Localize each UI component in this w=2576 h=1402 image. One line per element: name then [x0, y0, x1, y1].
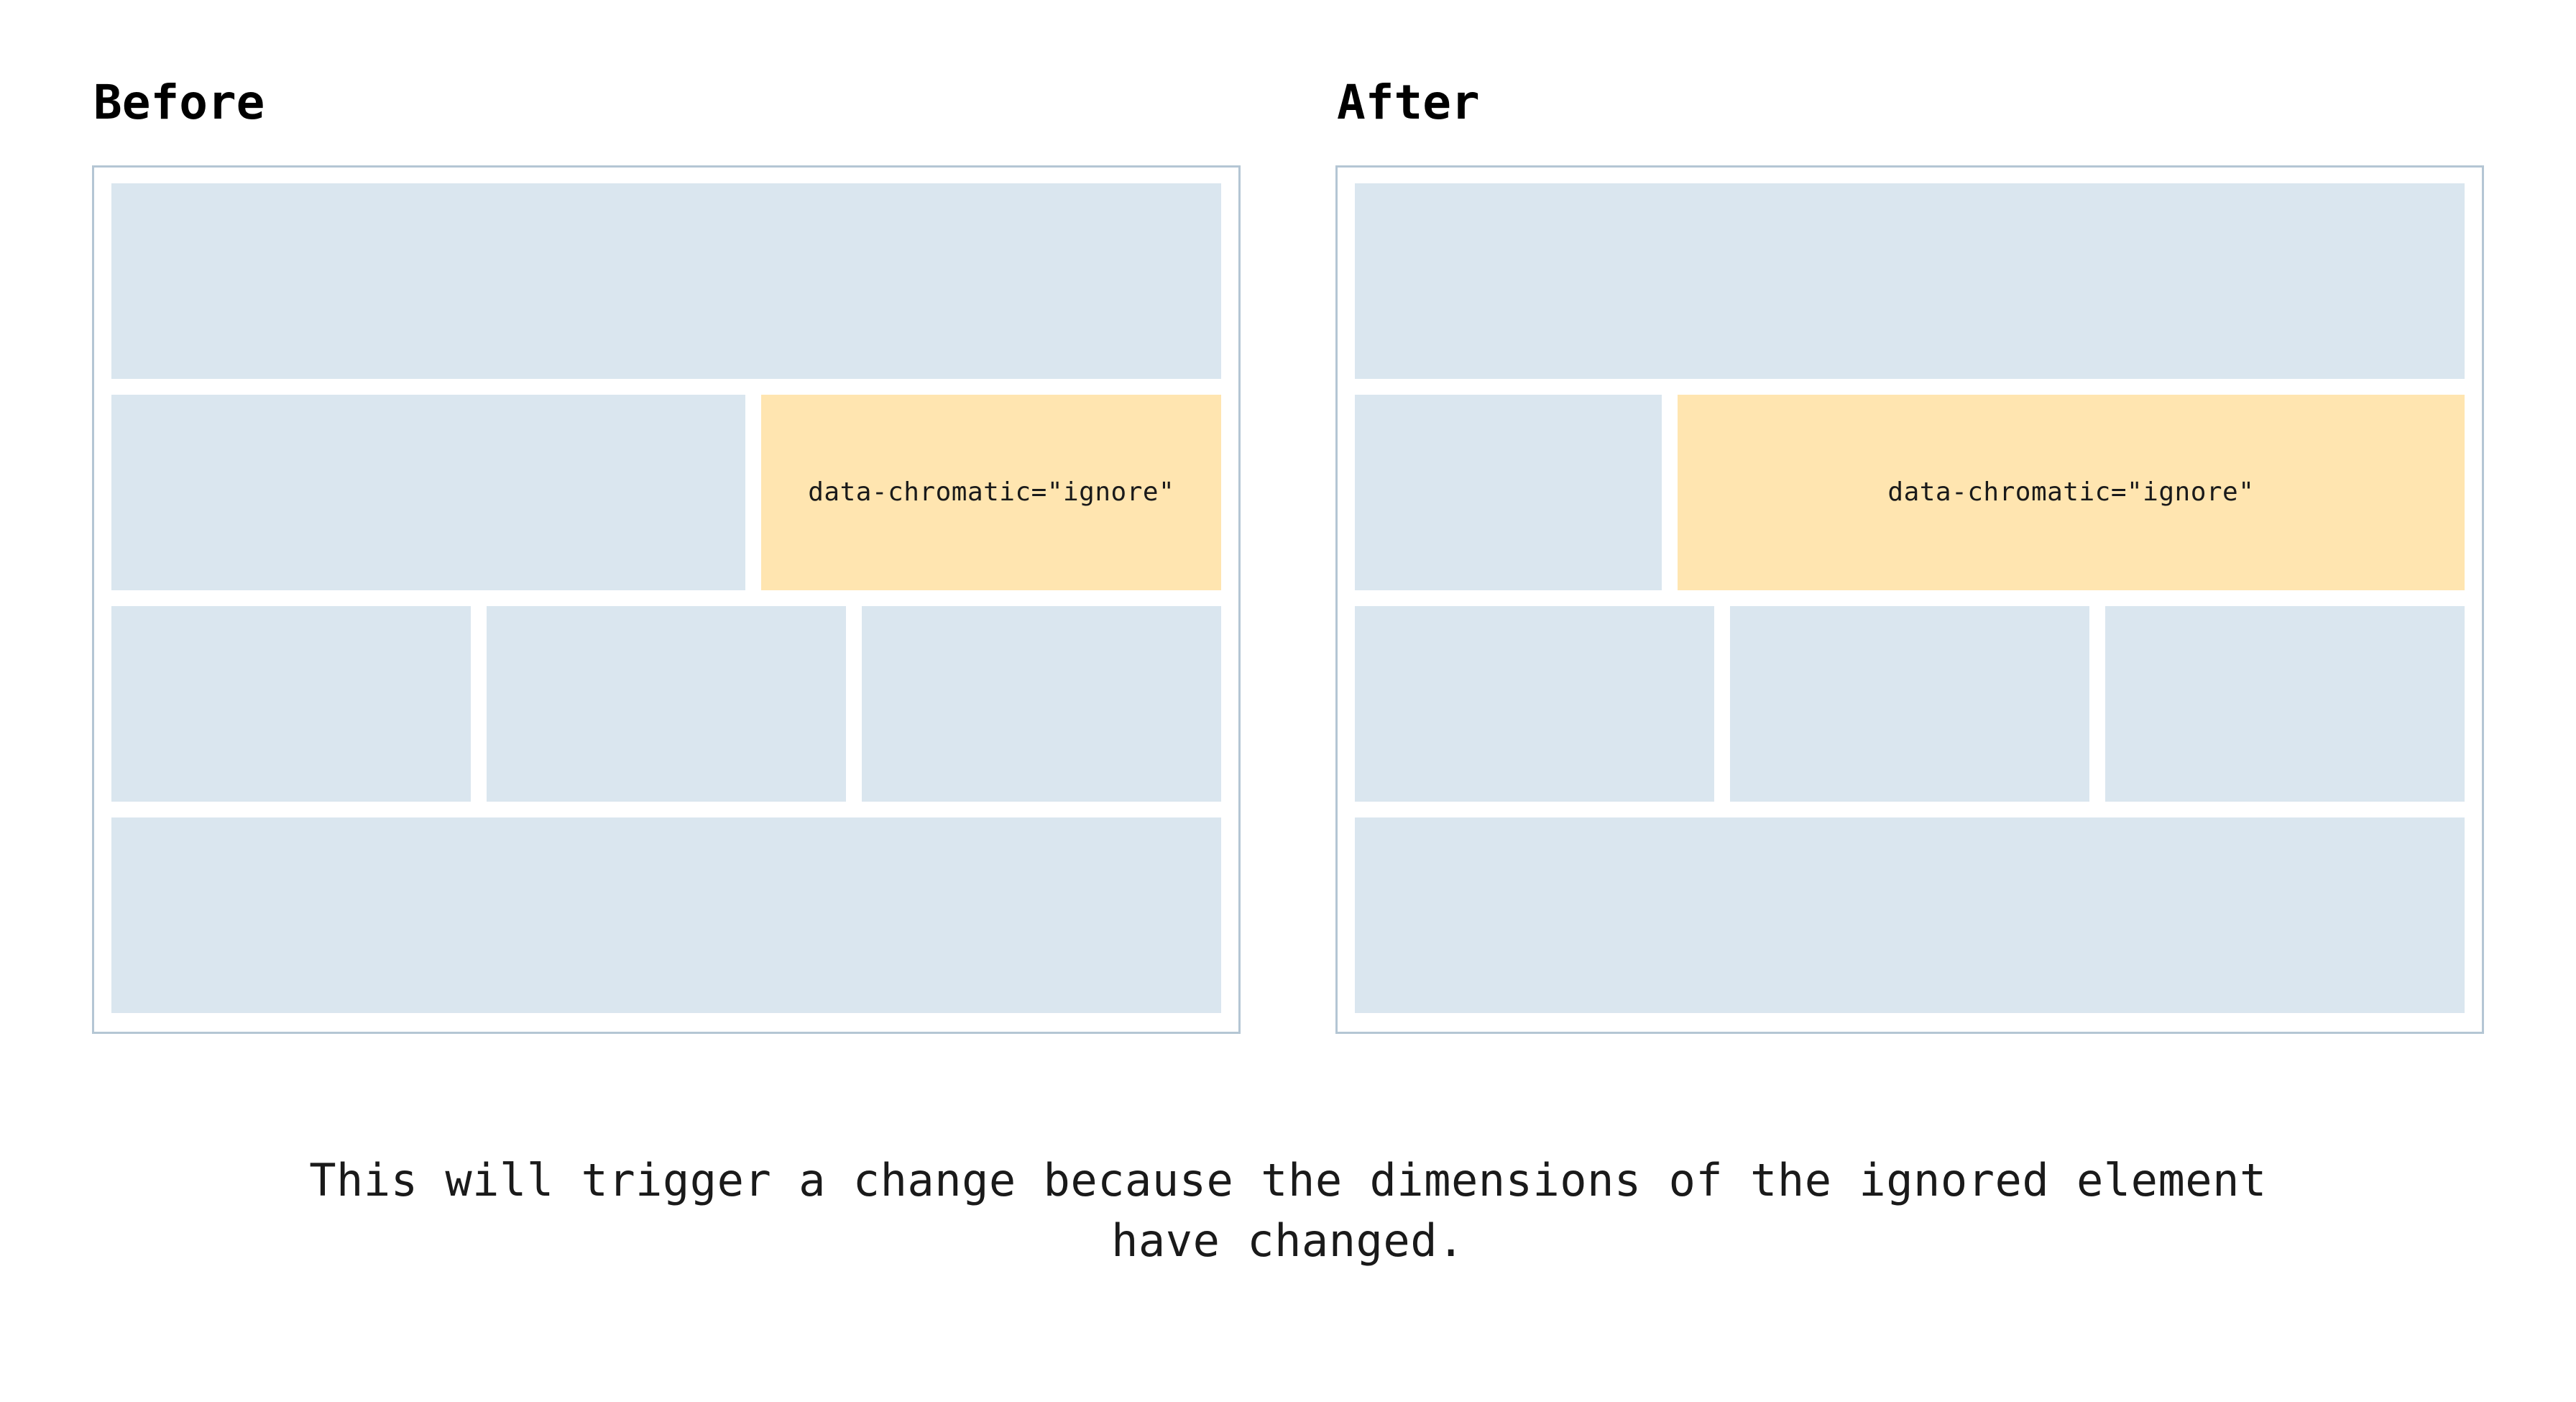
after-heading: After	[1337, 75, 1480, 130]
ignored-element-block: data-chromatic="ignore"	[1677, 395, 2465, 590]
placeholder-block-col3	[862, 606, 1221, 802]
placeholder-block-col1	[111, 606, 471, 802]
explanation-caption: This will trigger a change because the d…	[309, 1154, 2267, 1268]
after-snapshot-frame: data-chromatic="ignore"	[1335, 165, 2484, 1034]
before-row-triple	[111, 606, 1221, 802]
after-row-split: data-chromatic="ignore"	[1355, 395, 2465, 590]
placeholder-block-footer	[1355, 817, 2465, 1013]
ignored-element-label: data-chromatic="ignore"	[1887, 477, 2255, 508]
placeholder-block-left	[1355, 395, 1662, 590]
placeholder-block-hero	[1355, 183, 2465, 379]
after-row-footer	[1355, 817, 2465, 1013]
placeholder-block-col2	[1730, 606, 2089, 802]
after-row-triple	[1355, 606, 2465, 802]
placeholder-block-col3	[2105, 606, 2465, 802]
placeholder-block-footer	[111, 817, 1221, 1013]
before-after-comparison: Before data-chromatic="ignore"	[92, 79, 2484, 1034]
before-snapshot-frame: data-chromatic="ignore"	[92, 165, 1241, 1034]
ignored-element-label: data-chromatic="ignore"	[808, 477, 1175, 508]
placeholder-block-hero	[111, 183, 1221, 379]
before-row-footer	[111, 817, 1221, 1013]
after-column: After data-chromatic="ignore"	[1335, 79, 2484, 1034]
before-row-split: data-chromatic="ignore"	[111, 395, 1221, 590]
placeholder-block-col1	[1355, 606, 1714, 802]
placeholder-block-col2	[487, 606, 846, 802]
ignored-element-block: data-chromatic="ignore"	[761, 395, 1221, 590]
before-heading: Before	[93, 75, 265, 130]
placeholder-block-left	[111, 395, 746, 590]
before-column: Before data-chromatic="ignore"	[92, 79, 1241, 1034]
after-row-hero	[1355, 183, 2465, 379]
before-row-hero	[111, 183, 1221, 379]
